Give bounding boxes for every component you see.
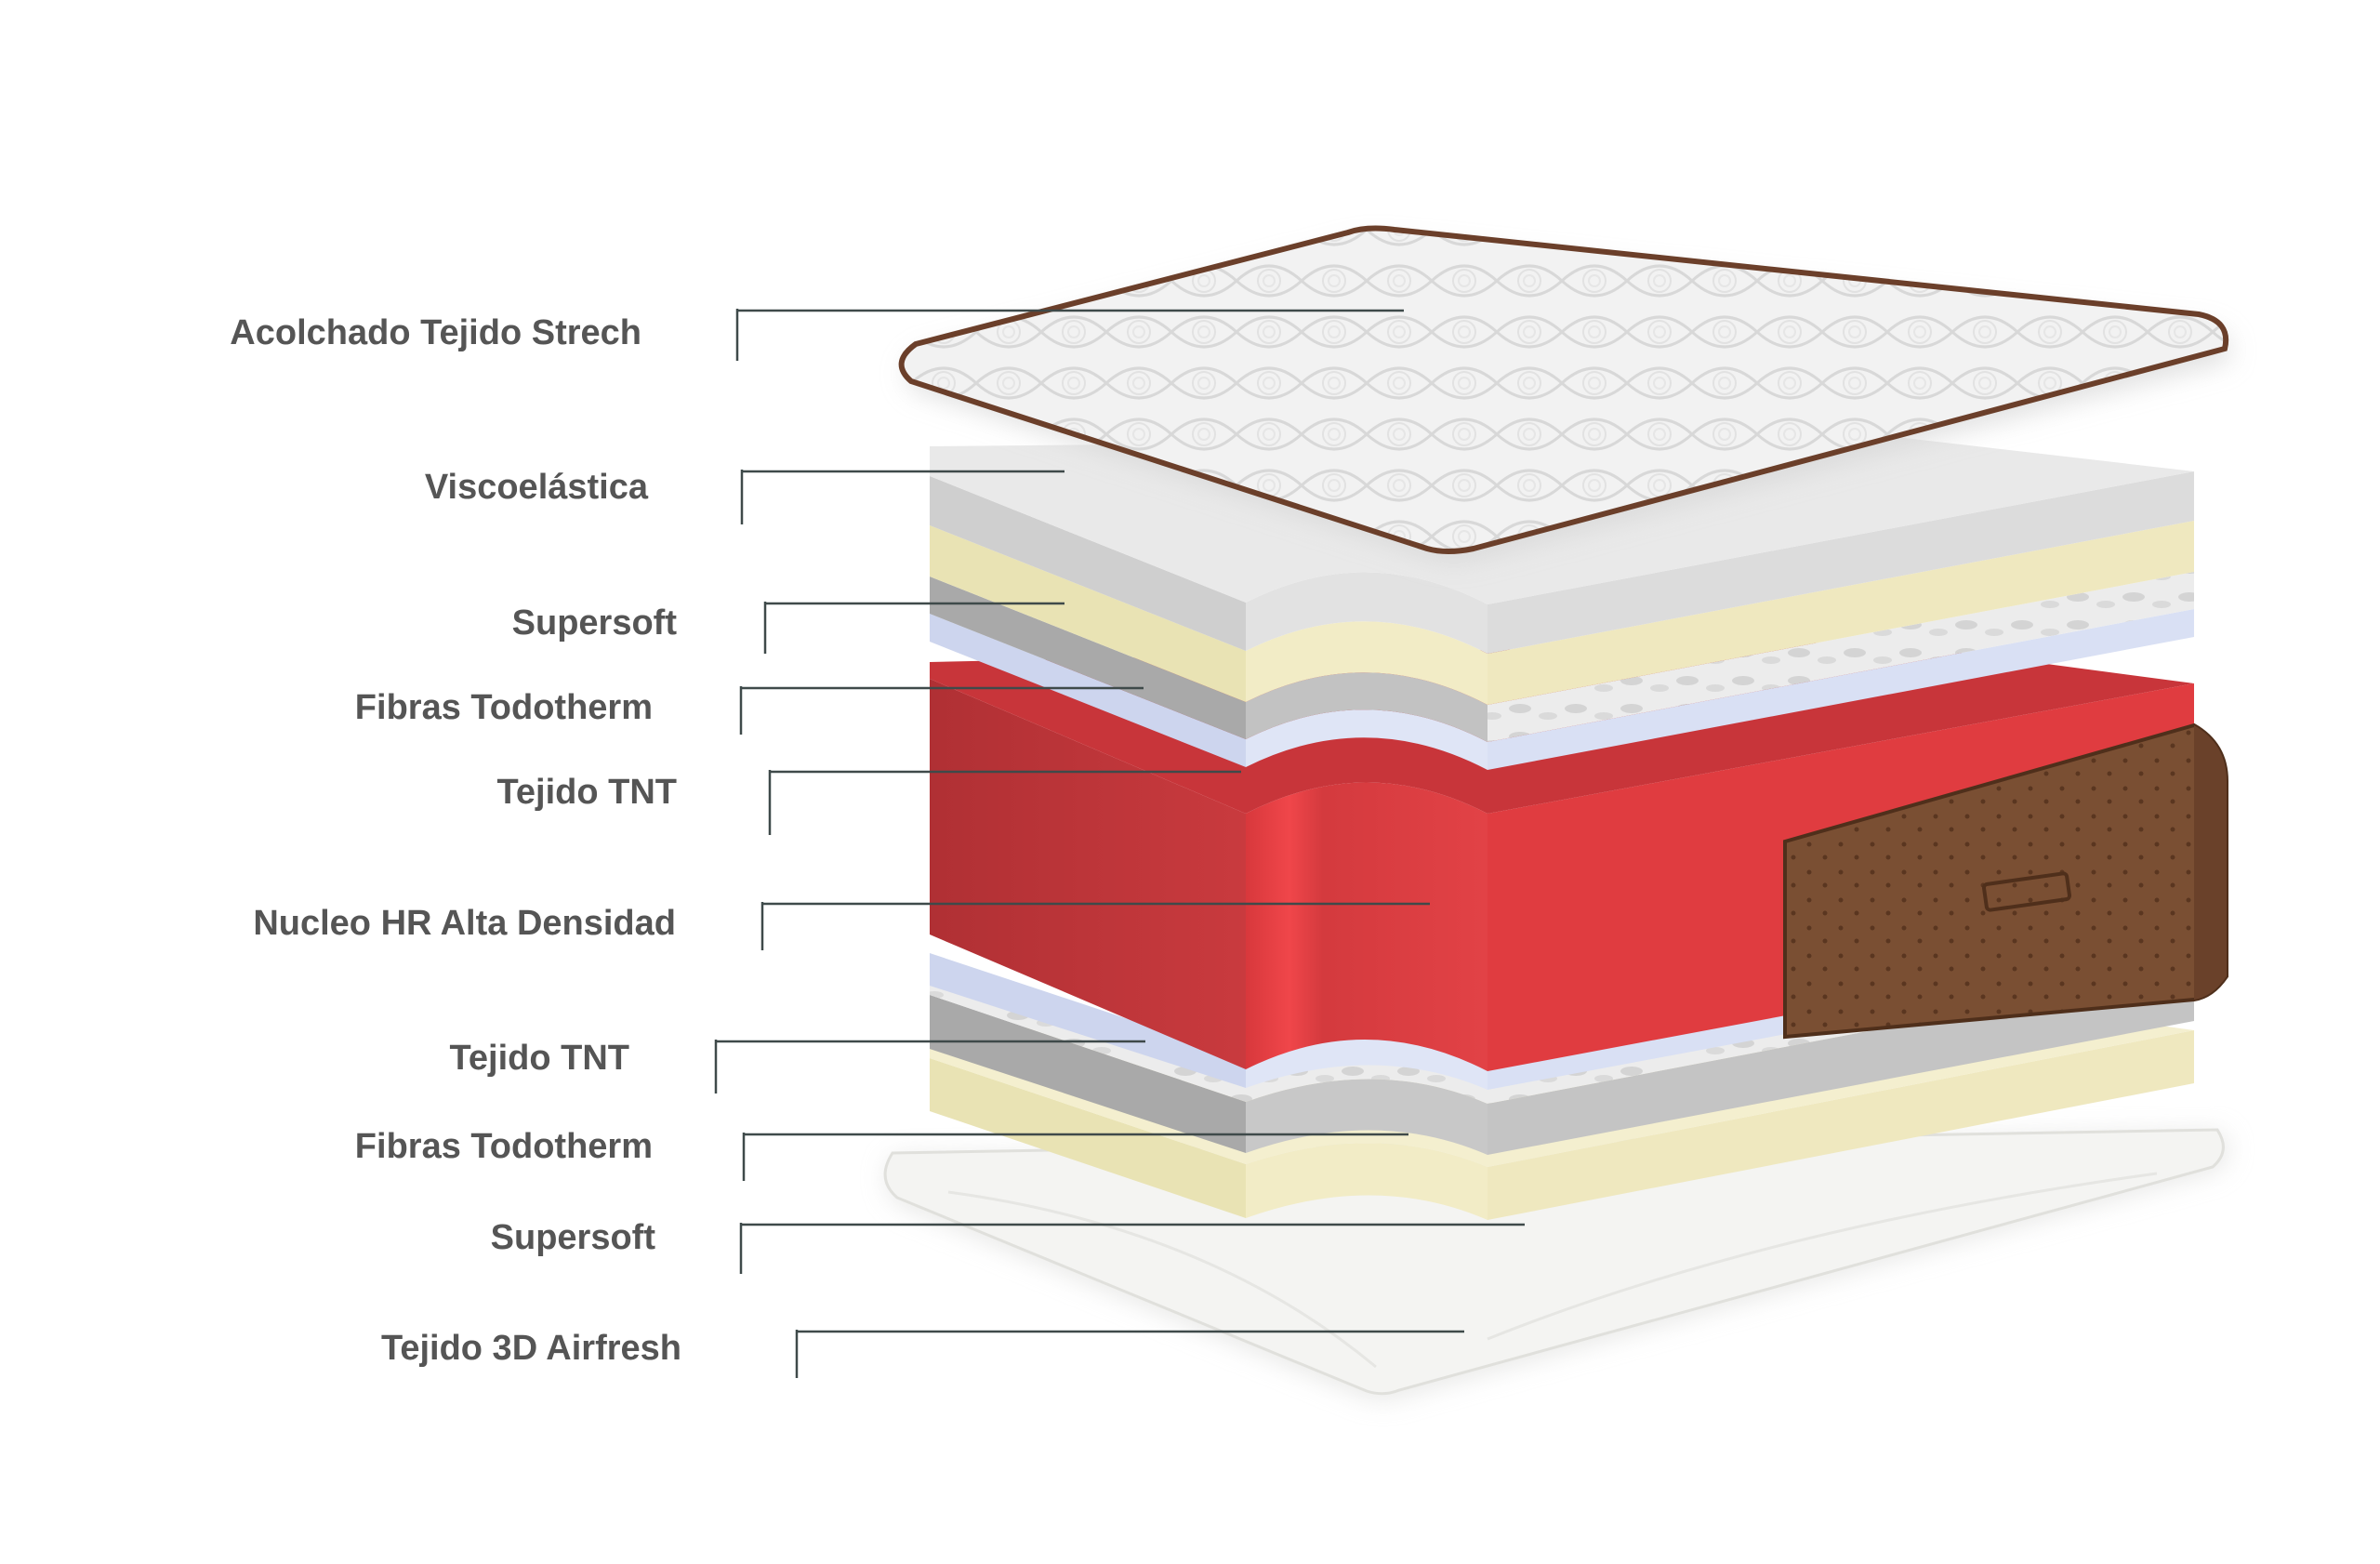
label-fibras-1-text: Fibras Todotherm bbox=[355, 688, 653, 727]
label-airfresh-text: Tejido 3D Airfresh bbox=[381, 1329, 681, 1368]
handle-icon bbox=[1982, 871, 2071, 912]
label-supersoft-1-text: Supersoft bbox=[512, 603, 678, 643]
label-nucleo-text: Nucleo HR Alta Densidad bbox=[253, 904, 676, 943]
handle-panel bbox=[1783, 722, 2228, 1040]
label-nucleo: Nucleo HR Alta Densidad bbox=[253, 902, 1430, 950]
label-fibras-2: Fibras Todotherm bbox=[355, 1127, 1408, 1181]
tnt-upper-layer bbox=[930, 609, 2194, 770]
label-fibras-1: Fibras Todotherm bbox=[355, 686, 1144, 735]
label-tnt-2-text: Tejido TNT bbox=[450, 1039, 630, 1078]
label-visco-text: Viscoelástica bbox=[425, 468, 649, 507]
label-fibras-2-text: Fibras Todotherm bbox=[355, 1127, 653, 1166]
label-acolchado-text: Acolchado Tejido Strech bbox=[230, 313, 641, 352]
label-acolchado: Acolchado Tejido Strech bbox=[230, 309, 1404, 361]
label-visco: Viscoelástica bbox=[425, 468, 1064, 524]
label-tnt-2: Tejido TNT bbox=[450, 1039, 1145, 1093]
label-supersoft-1: Supersoft bbox=[512, 602, 1064, 654]
label-supersoft-2-text: Supersoft bbox=[491, 1218, 656, 1257]
label-airfresh: Tejido 3D Airfresh bbox=[381, 1329, 1464, 1378]
fibras-upper-layer bbox=[930, 572, 2194, 742]
topper-layer bbox=[898, 225, 2231, 561]
label-tnt-1: Tejido TNT bbox=[497, 770, 1241, 835]
label-tnt-1-text: Tejido TNT bbox=[497, 773, 678, 812]
label-supersoft-2: Supersoft bbox=[491, 1218, 1525, 1274]
supersoft-upper-layer bbox=[930, 521, 2194, 705]
